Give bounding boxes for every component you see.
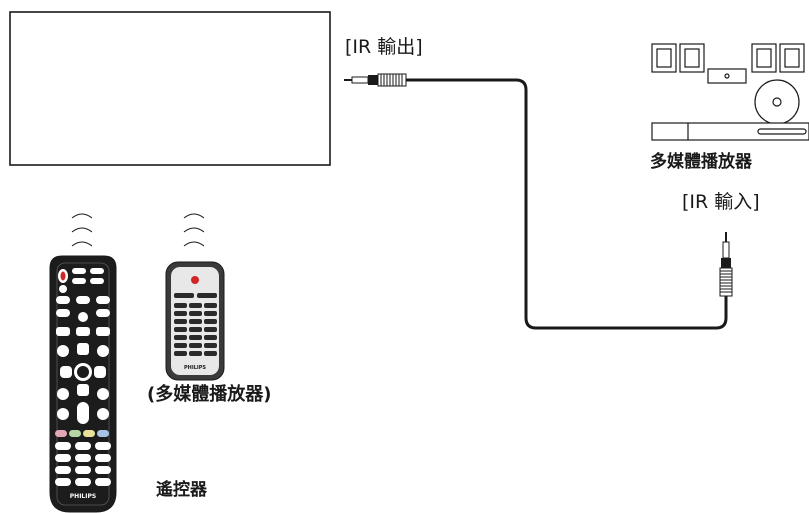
blue-key (97, 430, 109, 437)
player-remote-brand-logo: PHILIPS (184, 365, 206, 371)
remote-control: PHILIPS (49, 255, 117, 513)
yellow-key (83, 430, 95, 437)
remote-brand-logo: PHILIPS (70, 493, 96, 500)
remote-control-label: 遙控器 (156, 480, 207, 500)
ir-in-label: [IR 輸入] (682, 191, 760, 213)
media-player-remote-label: (多媒體播放器) (147, 384, 272, 405)
media-player-label: 多媒體播放器 (650, 152, 752, 172)
media-player-remote: PHILIPS (165, 261, 225, 381)
ir-out-label: [IR 輸出] (345, 36, 423, 58)
power-button-icon (191, 276, 199, 284)
ir-cable (406, 78, 728, 330)
player-box (651, 122, 809, 141)
ir-signal-arcs-player-remote (183, 213, 205, 247)
ir-out-plug-icon (344, 73, 407, 87)
media-player-system-icon (651, 43, 809, 141)
ir-signal-arcs-remote (71, 213, 93, 247)
red-key (55, 430, 67, 437)
green-key (69, 430, 81, 437)
display-screen (9, 11, 331, 166)
ir-in-plug-icon (719, 232, 733, 297)
